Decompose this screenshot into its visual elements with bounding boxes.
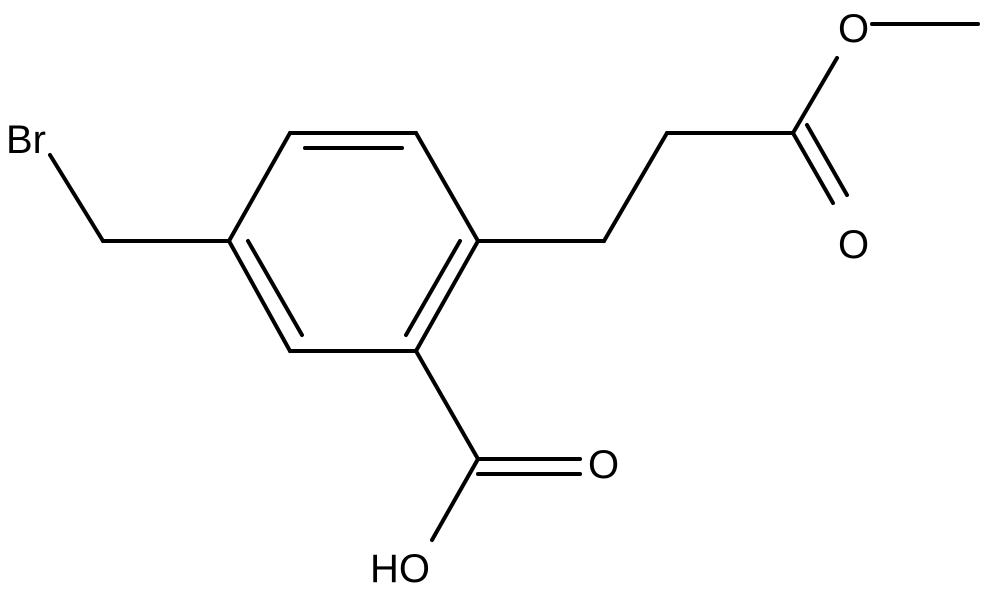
bond-ch2a-to-ch2b <box>602 131 669 243</box>
ester-carbonyl-oxygen-label: O <box>838 223 869 267</box>
bond-carbonyl-double-2 <box>805 123 849 197</box>
acid-hydroxyl-label: HO <box>370 547 430 591</box>
methyl-propanoate-chain: O O <box>476 7 980 267</box>
bond-cooh-c-to-oh <box>430 457 480 542</box>
ring-bond-upper-left <box>227 131 292 243</box>
ring-bond-lower-right-inner <box>404 239 462 337</box>
ring-bond-lower-right <box>414 239 480 353</box>
carboxylic-acid-group: O HO <box>370 349 619 591</box>
bromine-label: Br <box>6 118 46 162</box>
bond-carbonyl-c-to-o-ester <box>791 56 839 135</box>
bond-carbonyl-double-1 <box>791 131 835 205</box>
ring-bond-lower-left-inner <box>246 239 304 337</box>
ring-bond-upper-right <box>414 131 480 243</box>
bond-ch2-to-br <box>48 153 105 243</box>
ring-bond-lower-left <box>227 239 292 353</box>
ester-oxygen-label: O <box>838 7 869 51</box>
acid-carbonyl-oxygen-label: O <box>588 443 619 487</box>
bond-ring-to-cooh-c <box>414 349 480 461</box>
bromomethyl-group: Br <box>6 118 231 243</box>
benzene-ring <box>227 131 480 353</box>
